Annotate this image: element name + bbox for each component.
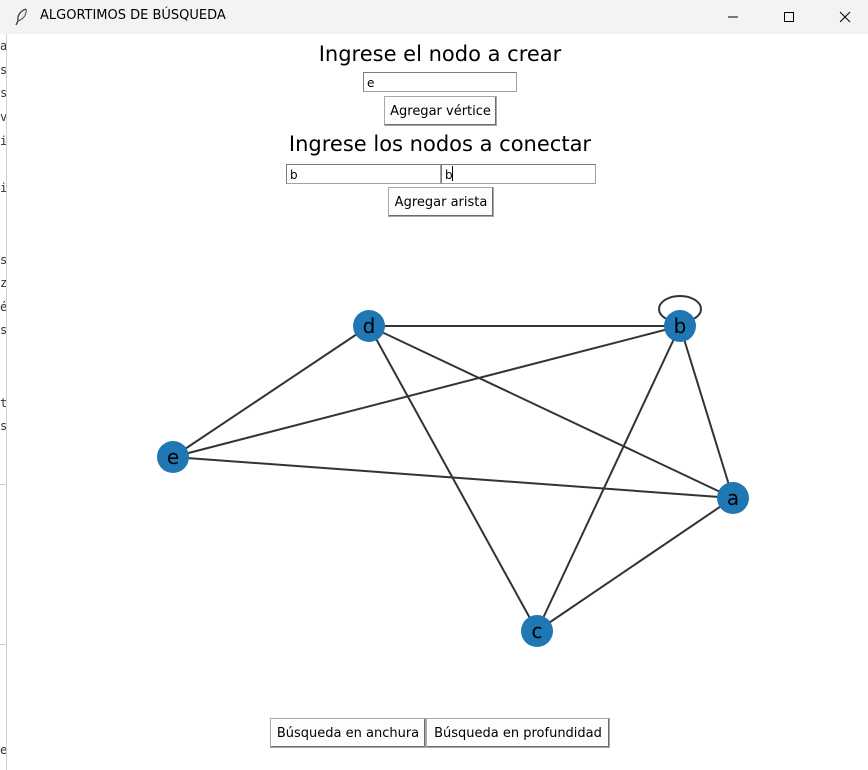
title-bar: ALGORTIMOS DE BÚSQUEDA: [0, 0, 868, 34]
background-divider: [0, 484, 6, 485]
graph-edge: [172, 325, 370, 458]
graph-node: [157, 441, 189, 473]
graph-edge: [172, 456, 734, 499]
background-text-fragment: v: [0, 110, 7, 124]
node-name-input[interactable]: [363, 72, 517, 92]
background-text-fragment: z: [0, 276, 7, 290]
close-button[interactable]: [822, 0, 868, 34]
background-window-edge: a s s v i i s z é s t s e: [0, 34, 7, 770]
minimize-icon: [727, 11, 739, 23]
background-text-fragment: s: [0, 419, 7, 433]
feather-icon: [14, 8, 30, 26]
graph-edges: [172, 295, 734, 632]
graph-edge: [172, 325, 681, 458]
background-text-fragment: s: [0, 63, 7, 77]
graph-node: [664, 310, 696, 342]
graph-node-label: d: [363, 314, 376, 338]
background-text-fragment: é: [0, 300, 7, 314]
connect-nodes-heading: Ingrese los nodos a conectar: [288, 132, 592, 156]
create-node-heading: Ingrese el nodo a crear: [318, 42, 562, 66]
background-text-fragment: t: [0, 396, 7, 410]
add-edge-button[interactable]: Agregar arista: [388, 187, 494, 217]
background-text-fragment: e: [0, 743, 7, 757]
graph-node: [521, 615, 553, 647]
breadth-first-search-button[interactable]: Búsqueda en anchura: [270, 718, 426, 748]
graph-node: [353, 310, 385, 342]
graph-nodes: d b e a c: [157, 310, 749, 647]
background-text-fragment: i: [0, 134, 7, 148]
graph-node-label: e: [167, 445, 179, 469]
depth-first-search-button[interactable]: Búsqueda en profundidad: [426, 718, 610, 748]
graph-edge: [536, 325, 681, 632]
graph-node-label: a: [727, 486, 739, 510]
minimize-button[interactable]: [710, 0, 756, 34]
edge-to-input[interactable]: [441, 164, 596, 184]
background-text-fragment: a: [0, 39, 7, 53]
graph-edge: [679, 325, 734, 499]
graph-node: [717, 482, 749, 514]
background-divider: [0, 644, 6, 645]
maximize-icon: [783, 11, 795, 23]
background-text-fragment: s: [0, 323, 7, 337]
graph-node-label: b: [674, 314, 687, 338]
graph-node-label: c: [532, 619, 543, 643]
close-icon: [839, 11, 851, 23]
maximize-button[interactable]: [766, 0, 812, 34]
window-title: ALGORTIMOS DE BÚSQUEDA: [40, 8, 226, 23]
add-vertex-button[interactable]: Agregar vértice: [384, 96, 497, 126]
background-text-fragment: s: [0, 253, 7, 267]
background-text-fragment: s: [0, 86, 7, 100]
background-text-fragment: i: [0, 181, 7, 195]
text-cursor: [452, 166, 453, 181]
graph-edge: [536, 497, 734, 632]
edge-from-input[interactable]: [286, 164, 441, 184]
graph-edge: [368, 325, 734, 499]
